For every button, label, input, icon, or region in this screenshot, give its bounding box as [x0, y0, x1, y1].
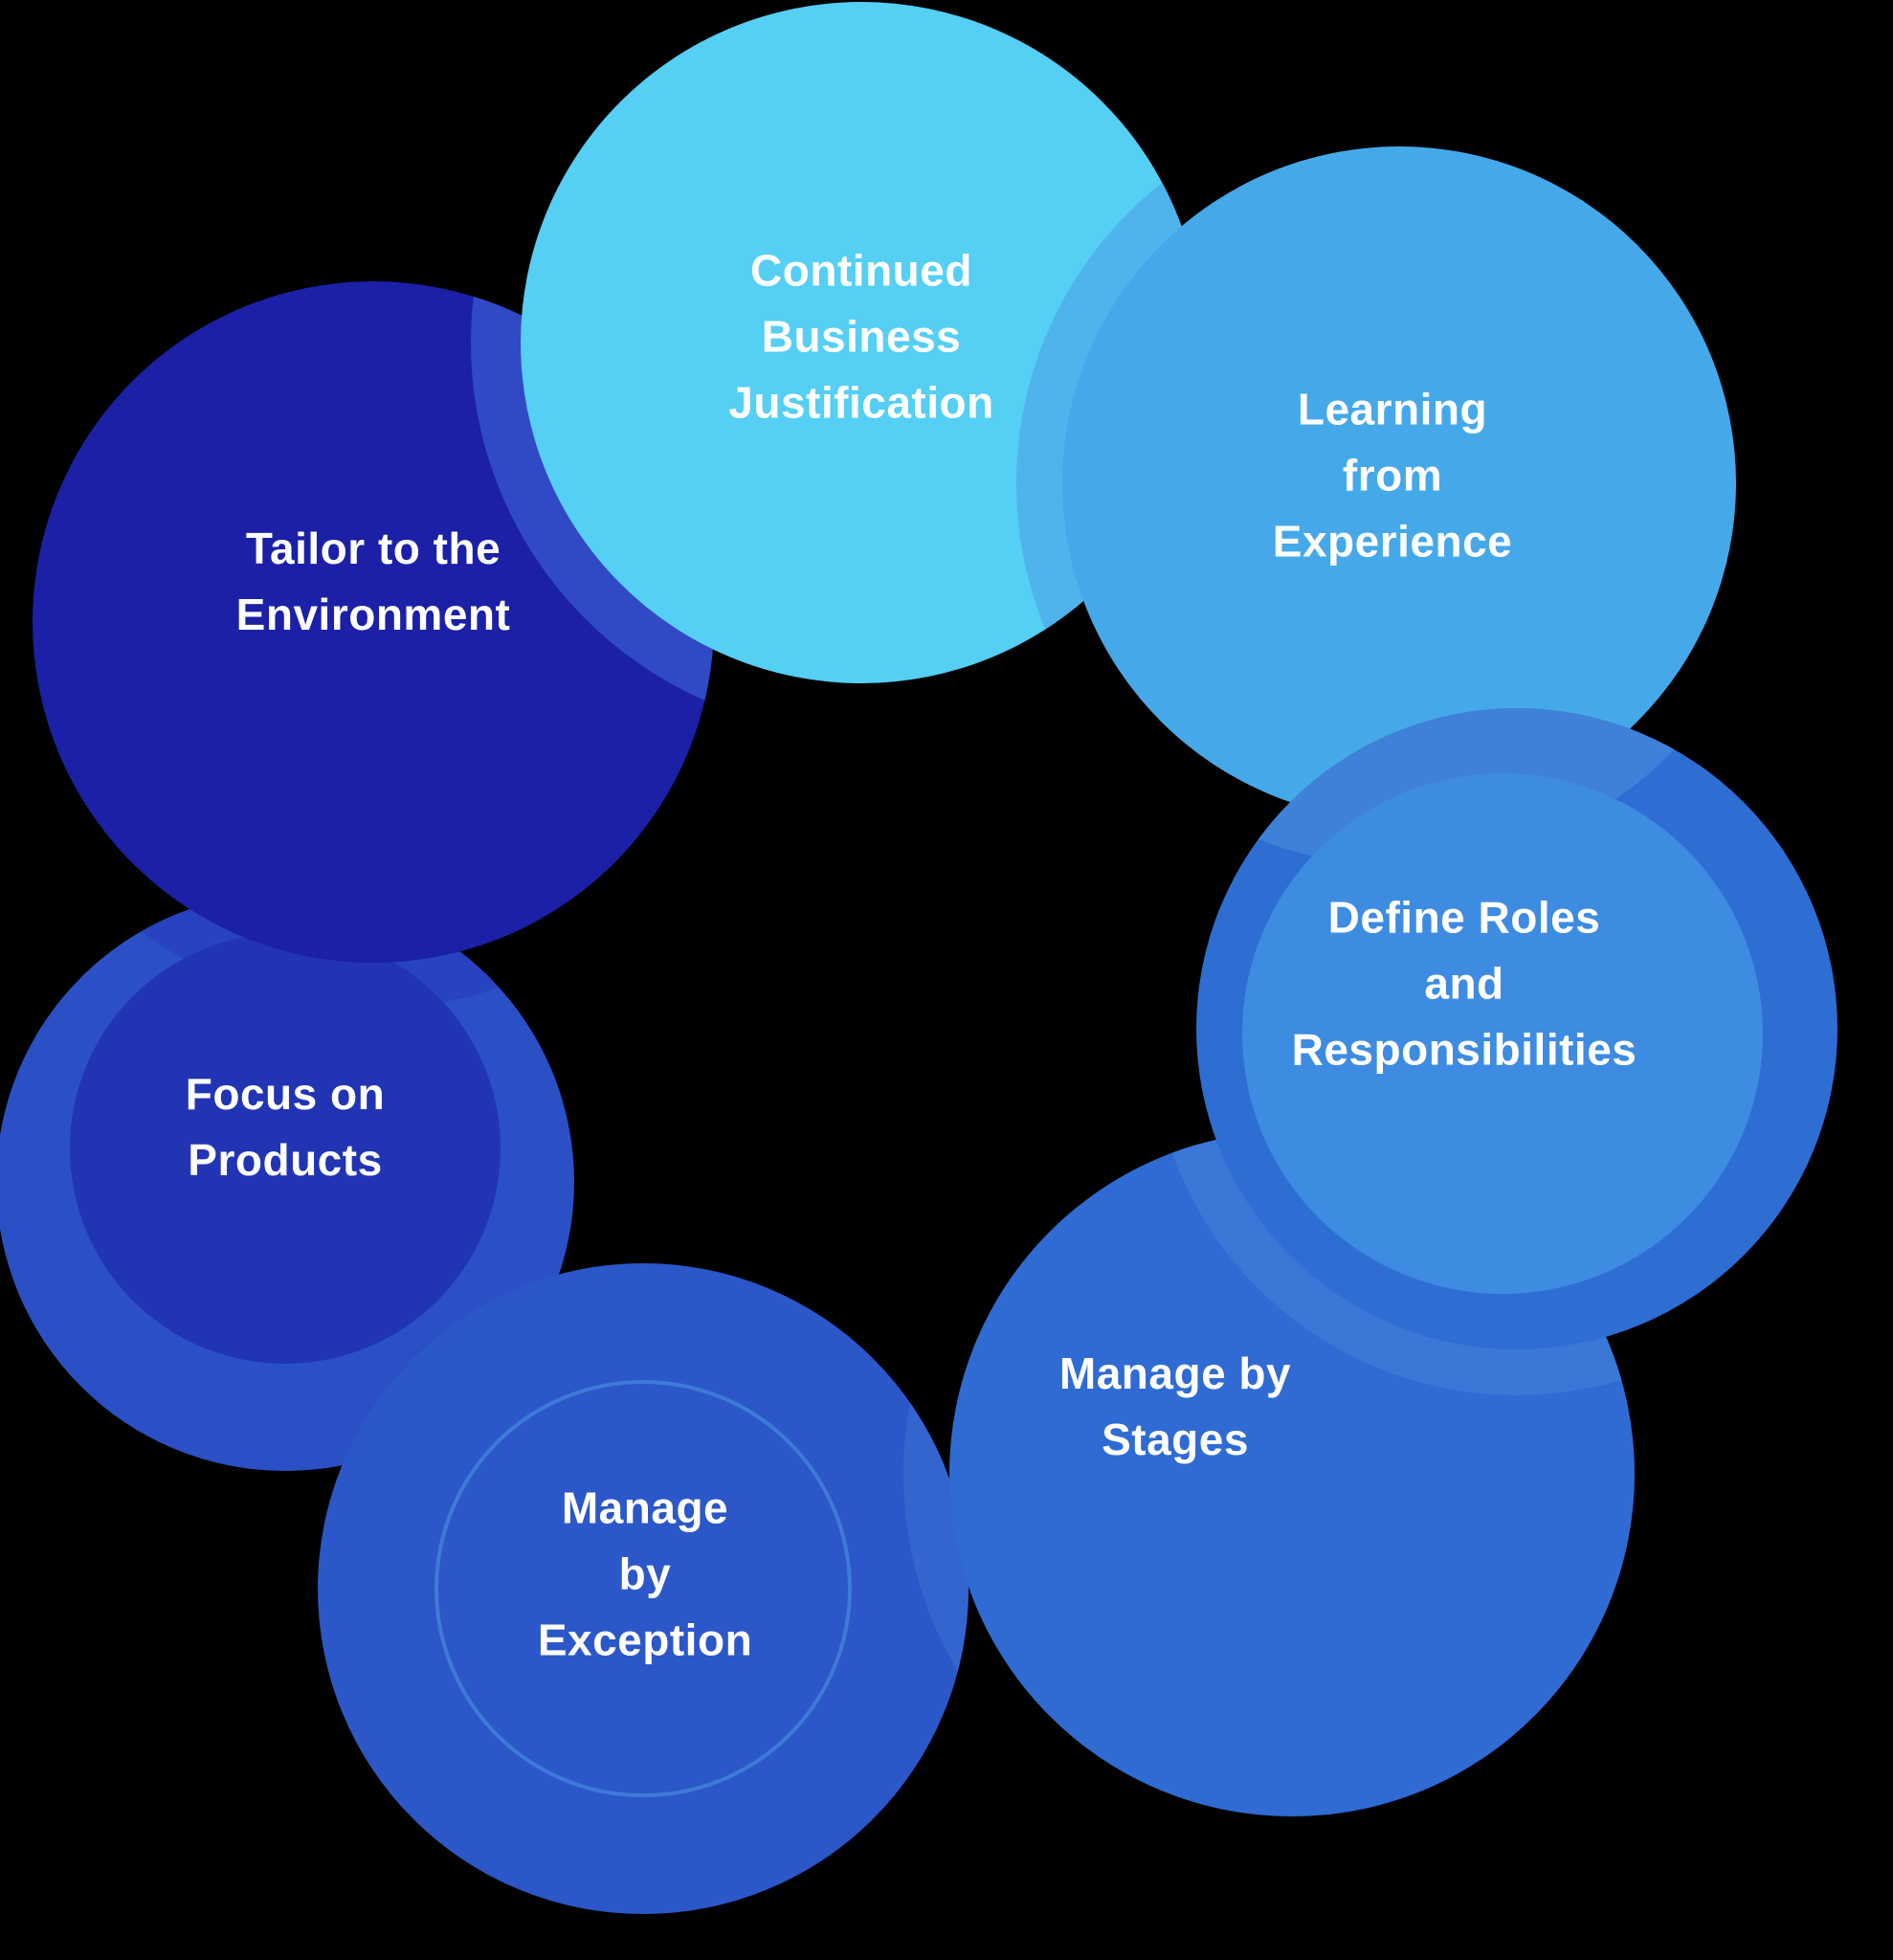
- overlap-accent-stages-over-exception: [903, 1263, 969, 1862]
- circle-define-roles-responsibilities-inner: [1242, 773, 1763, 1294]
- label-manage-by-exception: Manage by Exception: [537, 1482, 753, 1665]
- label-define-roles-responsibilities: Define Roles and Responsibilities: [1291, 892, 1637, 1075]
- label-continued-business-justification: Continued Business Justification: [728, 245, 994, 428]
- label-tailor-to-the-environment: Tailor to the Environment: [235, 523, 511, 639]
- label-manage-by-stages: Manage by Stages: [1058, 1348, 1292, 1464]
- circle-define-roles-responsibilities-outer: [1196, 708, 1837, 1349]
- circle-focus-on-products-inner: [70, 933, 501, 1364]
- exception-inner-ring: [434, 1380, 852, 1797]
- label-focus-on-products: Focus on Products: [185, 1069, 386, 1185]
- label-learning-from-experience: Learning from Experience: [1272, 384, 1513, 567]
- circle-learning-from-experience: [1062, 146, 1736, 820]
